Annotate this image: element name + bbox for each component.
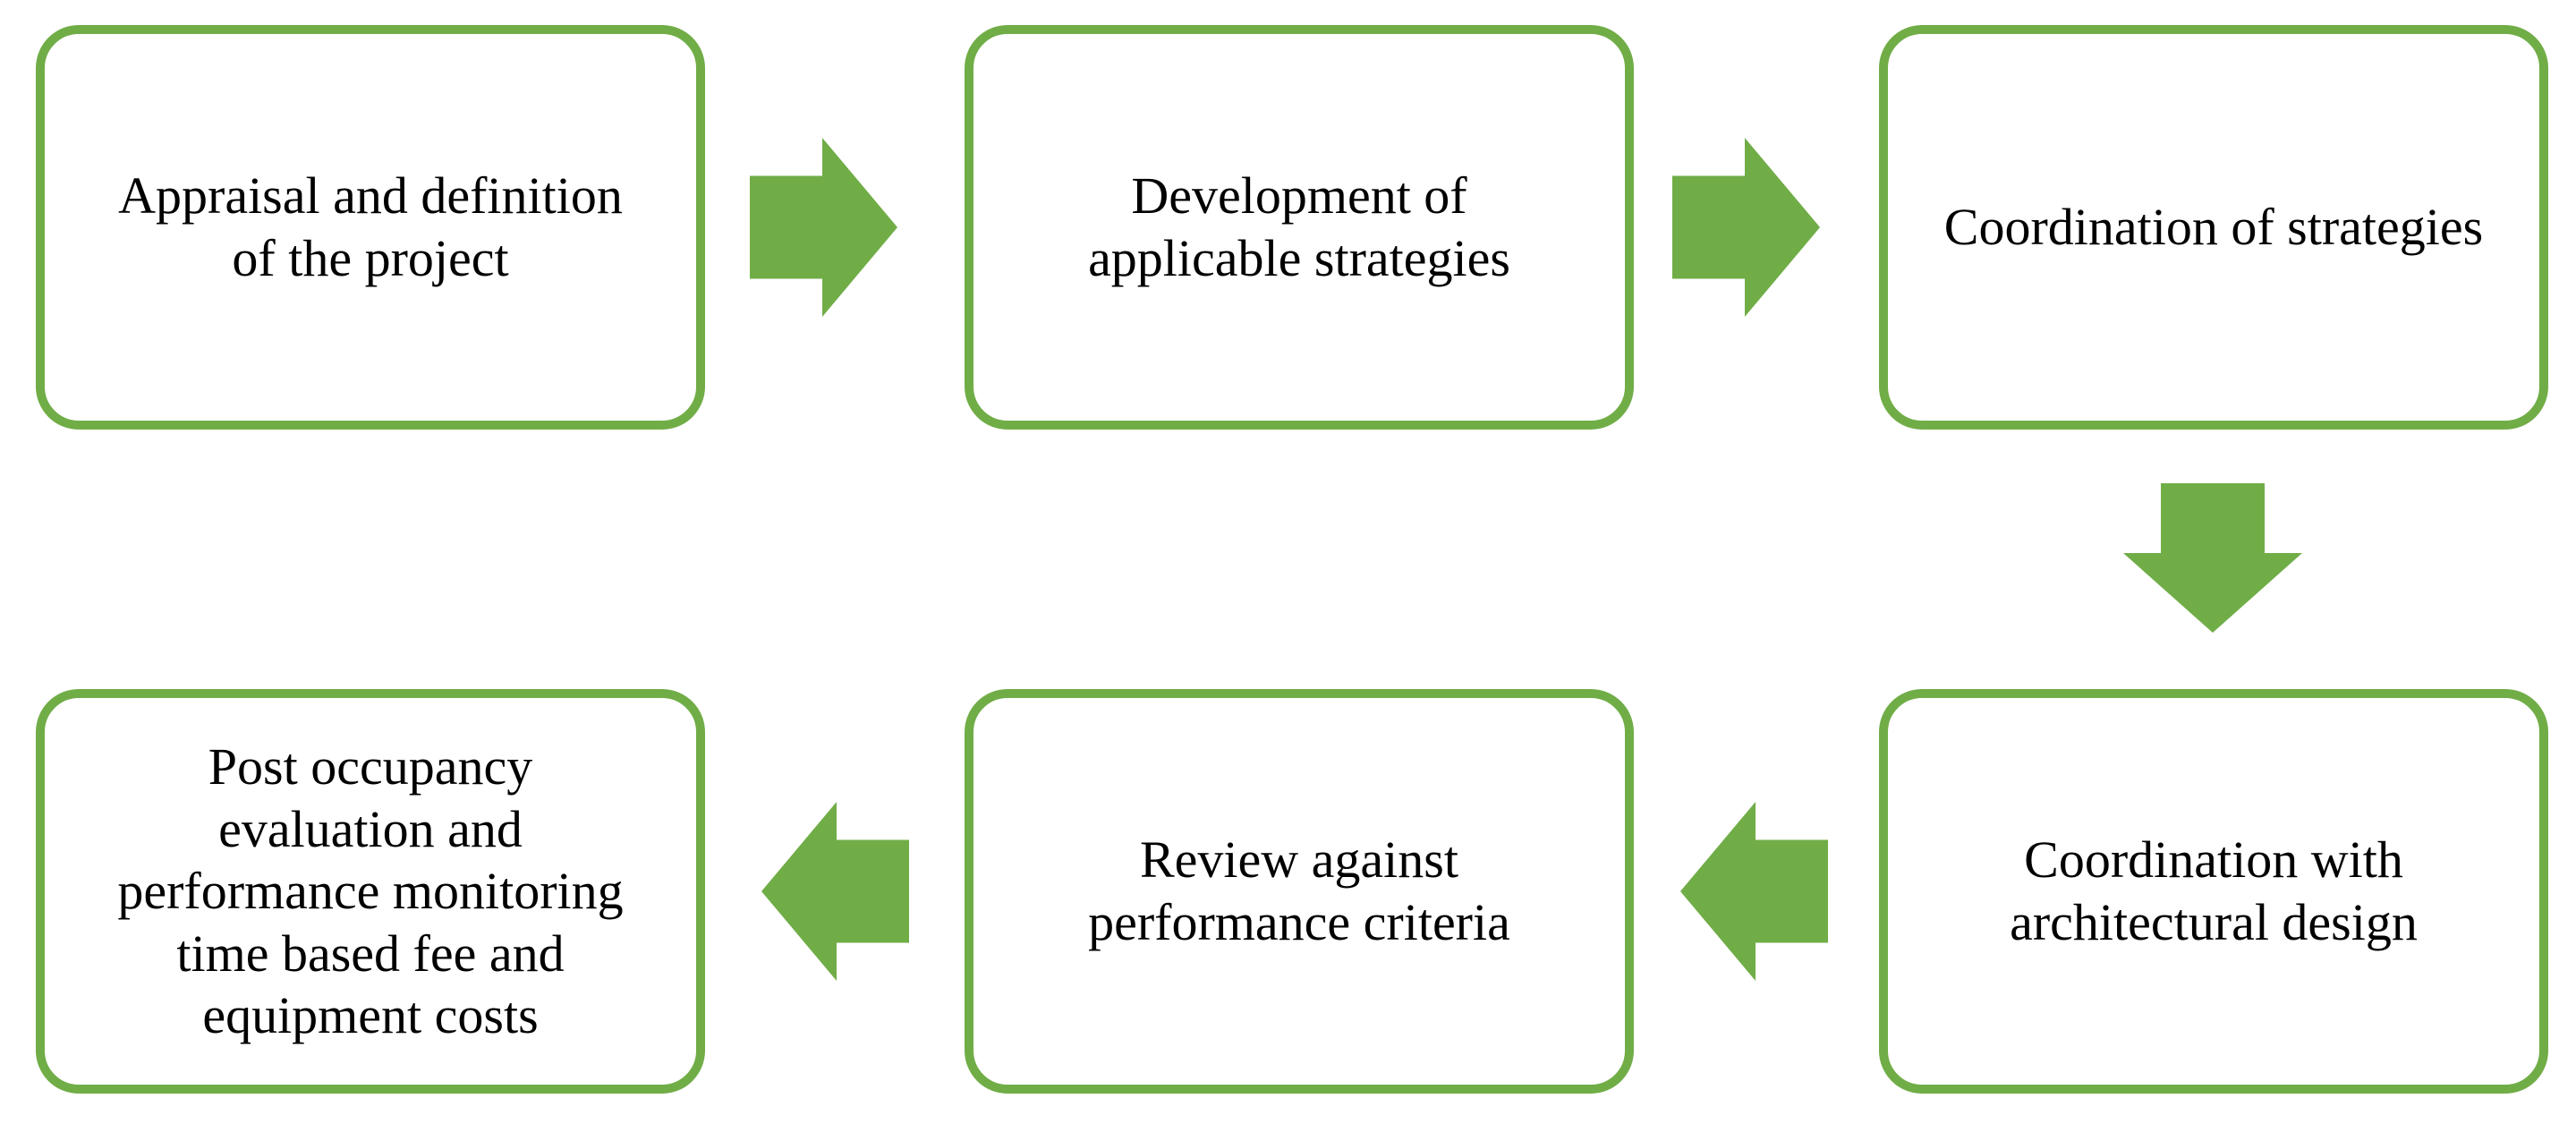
arrow-down-shape bbox=[2123, 483, 2302, 633]
flow-step-post-occupancy: Post occupancy evaluation and performanc… bbox=[36, 689, 705, 1094]
flow-step-label: Appraisal and definition of the project bbox=[118, 166, 623, 287]
flow-step-label: Post occupancy evaluation and performanc… bbox=[117, 737, 624, 1045]
flow-step-coordination-of-strategies: Coordination of strategies bbox=[1879, 25, 2548, 430]
flow-step-development: Development of applicable strategies bbox=[965, 25, 1634, 430]
flow-step-review: Review against performance criteria bbox=[965, 689, 1634, 1094]
arrow-left-icon bbox=[761, 802, 909, 981]
flow-step-label: Coordination with architectural design bbox=[2010, 830, 2418, 951]
flow-step-label: Review against performance criteria bbox=[1088, 830, 1510, 951]
arrow-right-shape bbox=[1672, 138, 1820, 317]
arrow-left-shape bbox=[1680, 802, 1828, 981]
flow-step-coordination-with-architectural-design: Coordination with architectural design bbox=[1879, 689, 2548, 1094]
flow-step-label: Coordination of strategies bbox=[1943, 198, 2484, 257]
arrow-right-icon bbox=[1672, 138, 1820, 317]
arrow-left-shape bbox=[761, 802, 909, 981]
arrow-left-icon bbox=[1680, 802, 1828, 981]
flow-step-appraisal: Appraisal and definition of the project bbox=[36, 25, 705, 430]
arrow-down-icon bbox=[2123, 483, 2302, 633]
arrow-right-icon bbox=[750, 138, 897, 317]
flow-step-label: Development of applicable strategies bbox=[1088, 166, 1510, 287]
arrow-right-shape bbox=[750, 138, 897, 317]
